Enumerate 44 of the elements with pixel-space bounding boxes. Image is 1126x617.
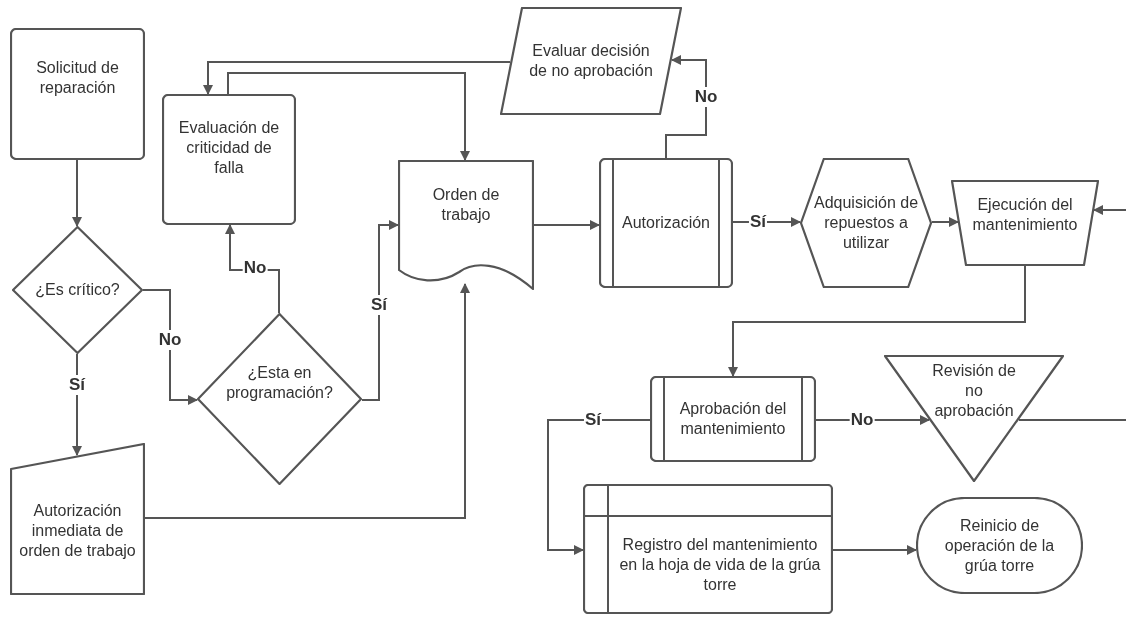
- connector-arrow: [72, 159, 82, 227]
- edge-label: No: [157, 330, 183, 350]
- decision-diamond: [12, 226, 143, 354]
- edge-label: No: [693, 87, 719, 107]
- process-box: [10, 28, 145, 160]
- connector-arrow: [227, 72, 470, 161]
- node-text: Evaluación de criticidad de falla: [177, 117, 281, 178]
- document-shape: [398, 160, 534, 290]
- node-text: Aprobación del mantenimiento: [678, 399, 788, 439]
- edge-label: Sí: [369, 295, 389, 315]
- node-text: ¿Es crítico?: [35, 280, 120, 300]
- connector-arrow: [203, 61, 511, 95]
- predefined-process-box: [599, 158, 733, 288]
- preparation-hexagon: [800, 158, 932, 288]
- edge-label: Sí: [67, 375, 87, 395]
- internal-storage-box: [583, 484, 833, 614]
- connector-arrow: [144, 283, 470, 519]
- connector-arrow: [361, 220, 399, 401]
- node-text: Revisión de no aprobación: [931, 360, 1017, 421]
- node-text: Orden de trabajo: [431, 185, 501, 225]
- manual-input-shape: [10, 443, 145, 595]
- node-text: Evaluar decisión de no aprobación: [528, 41, 654, 81]
- node-text: Autorización: [621, 213, 710, 233]
- connector-arrow: [142, 289, 198, 405]
- merge-triangle: [884, 355, 1064, 482]
- decision-diamond: [197, 313, 362, 485]
- node-text: Solicitud de reparación: [35, 58, 120, 98]
- node-text: ¿Esta en programación?: [225, 363, 334, 403]
- connector-arrow: [931, 217, 959, 227]
- node-text: Autorización inmediata de orden de trabajo: [18, 501, 137, 561]
- connector-arrow: [1093, 205, 1126, 215]
- process-box: [162, 94, 296, 225]
- connector-arrow: [547, 419, 651, 555]
- data-parallelogram: [500, 7, 682, 115]
- connector-arrow: [533, 220, 600, 230]
- node-text: Ejecución del mantenimiento: [971, 195, 1079, 235]
- connector-arrow: [832, 545, 917, 555]
- connector-arrow: [728, 265, 1026, 377]
- connector-arrow: [665, 55, 707, 159]
- node-text: Adquisición de repuestos a utilizar: [812, 193, 920, 253]
- node-text: Registro del mantenimiento en la hoja de vida de la grúa torre: [618, 535, 822, 595]
- predefined-process-box: [650, 376, 816, 462]
- node-text: Reinicio de operación de la grúa torre: [943, 515, 1056, 576]
- manual-operation-trapezoid: [951, 180, 1099, 266]
